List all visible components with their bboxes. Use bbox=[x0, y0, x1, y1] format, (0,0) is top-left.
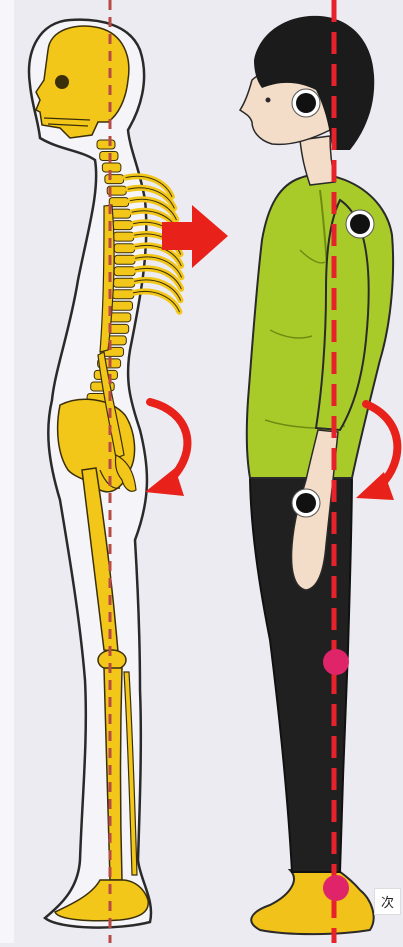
landmark-dot-icon bbox=[346, 210, 374, 238]
vertebra bbox=[114, 255, 135, 264]
vertebra bbox=[111, 209, 131, 218]
landmark-dot-icon bbox=[323, 875, 349, 901]
vertebra bbox=[102, 163, 121, 172]
landmark-dot-icon bbox=[323, 649, 349, 675]
vertebra bbox=[111, 301, 133, 310]
eye bbox=[266, 98, 271, 103]
vertebra bbox=[114, 267, 135, 276]
vertebra bbox=[113, 221, 133, 230]
corner-label: 次 bbox=[374, 888, 401, 915]
left-margin bbox=[0, 0, 14, 943]
vertebra bbox=[105, 175, 124, 184]
landmark-dot-icon bbox=[292, 89, 320, 117]
vertebra bbox=[114, 232, 134, 241]
vertebra bbox=[114, 244, 134, 253]
vertebra bbox=[114, 278, 135, 287]
eye-socket bbox=[55, 75, 69, 89]
vertebra bbox=[112, 290, 133, 299]
landmark-dot-icon bbox=[292, 489, 320, 517]
knee bbox=[98, 650, 126, 670]
vertebra bbox=[97, 140, 115, 149]
